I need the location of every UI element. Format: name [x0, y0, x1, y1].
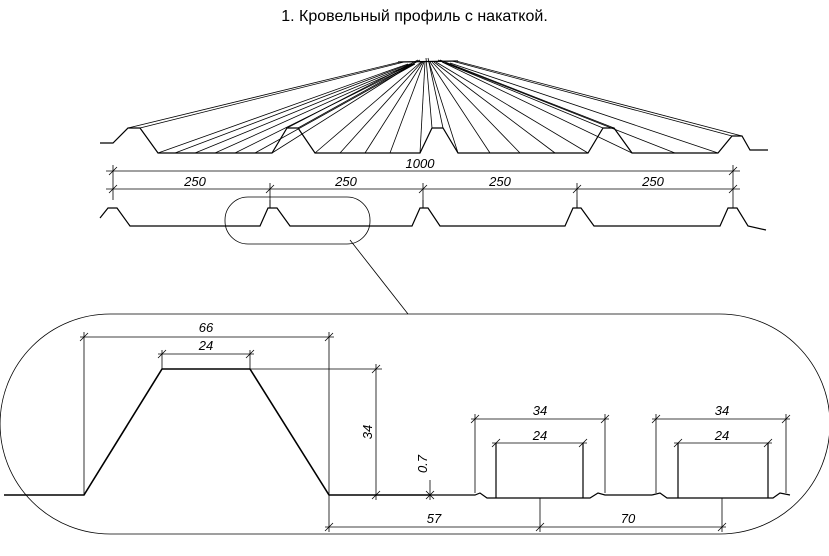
enlarged-detail: 66 24 34 0.7 34 24 [0, 313, 829, 535]
detail-top-inner-label: 24 [198, 338, 213, 353]
rib2-outer-label: 34 [715, 403, 729, 418]
detail-height-label: 34 [360, 425, 375, 439]
detail-thickness-label: 0.7 [415, 454, 430, 473]
profile-cross-section [99, 200, 767, 231]
rib1-outer-label: 34 [533, 403, 547, 418]
detail-callout [224, 196, 409, 315]
rib2-inner-label: 24 [714, 428, 729, 443]
spacing-a-label: 57 [427, 511, 442, 526]
segment-dimensions: 250 250 250 250 [106, 174, 740, 208]
segment-2-label: 250 [334, 174, 357, 189]
segment-4-label: 250 [641, 174, 664, 189]
detail-top-outer-label: 66 [199, 320, 214, 335]
segment-3-label: 250 [488, 174, 511, 189]
rib1-inner-label: 24 [532, 428, 547, 443]
overall-dimension: 1000 [106, 156, 740, 200]
perspective-sheet-view [100, 57, 768, 154]
segment-1-label: 250 [183, 174, 206, 189]
overall-width-label: 1000 [406, 156, 436, 171]
spacing-b-label: 70 [621, 511, 636, 526]
drawing-title: 1. Кровельный профиль с накаткой. [281, 8, 548, 25]
